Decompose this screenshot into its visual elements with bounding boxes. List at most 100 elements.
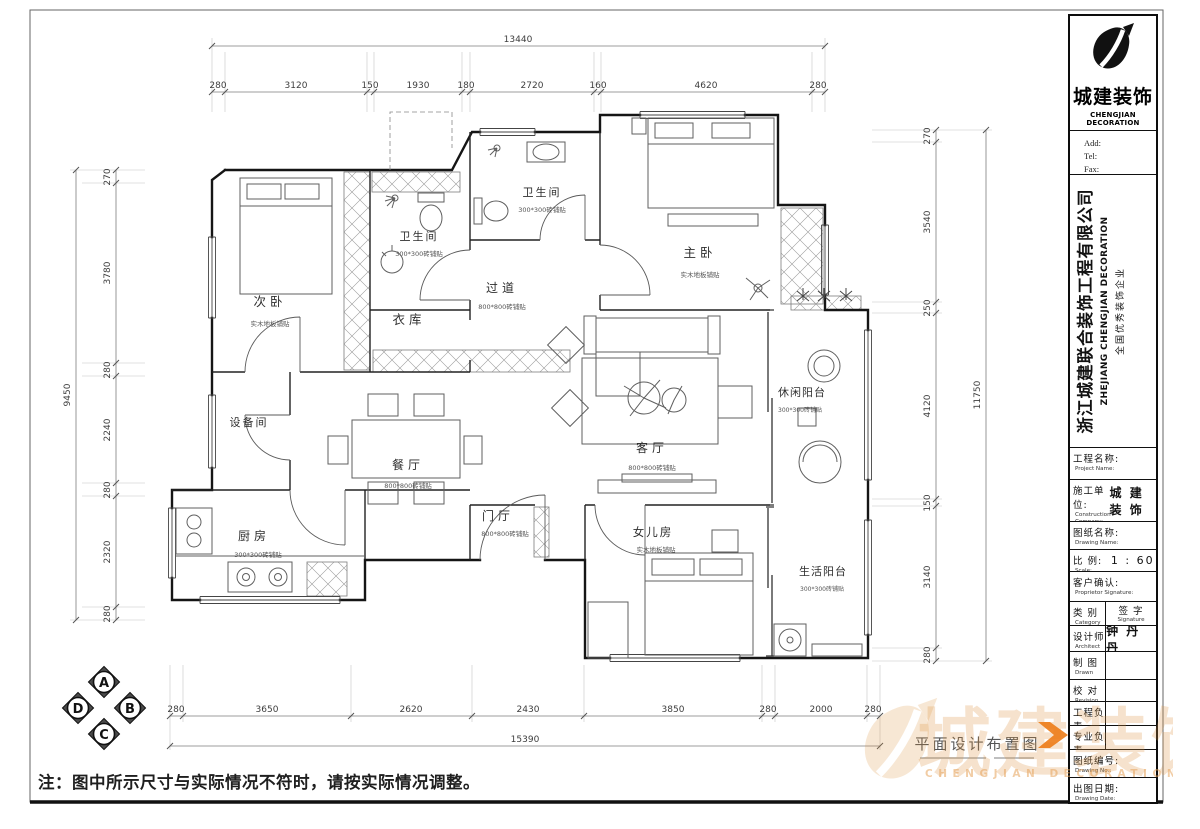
row-label-en: Signature (1117, 617, 1145, 623)
brand-name-cn: 城建装饰 (1072, 86, 1153, 108)
dim-top-total: 13440 (504, 35, 533, 45)
room-finish: 实木地板铺贴 (637, 545, 677, 554)
compass-letter-d: D (73, 702, 84, 717)
dim-label: 280 (167, 705, 184, 715)
bed-daughter (587, 529, 754, 659)
compass-letter-c: C (99, 728, 109, 743)
dimension-labels: 13440 280 3120 150 1930 180 2720 160 462… (63, 35, 983, 745)
architect-name: 钟 丹 丹 (1106, 626, 1141, 652)
row-revision: 校 对 Revision (1070, 680, 1156, 702)
row-label-cn: 比 例: (1073, 556, 1103, 567)
row-label-cn: 工程名称: (1073, 454, 1120, 465)
bathroom1-fixtures (380, 192, 445, 274)
sheet-title: 平面设计布置图 (914, 735, 1041, 753)
dim-label: 3140 (923, 565, 933, 588)
row-project-name: 工程名称: Project Name: (1070, 448, 1156, 480)
title-block: 城建装饰 CHENGJIAN DECORATION Add: Tel: Fax:… (1068, 14, 1158, 804)
dim-label: 280 (103, 481, 113, 498)
company-name-en: ZHEJIANG CHENGJIAN DECORATION (1100, 216, 1110, 406)
dim-right-total: 11750 (973, 380, 983, 409)
row-label-cn: 客户确认: (1073, 578, 1120, 589)
construction-company-value: 城 建 装 饰 (1109, 485, 1144, 517)
room-finish: 800*800砖铺贴 (628, 463, 676, 472)
dim-label: 280 (923, 646, 933, 663)
room-finish: 300*300砖铺贴 (800, 585, 844, 593)
row-label-en: Construction Company: (1075, 512, 1111, 522)
dim-label: 280 (864, 705, 881, 715)
interior-walls (172, 132, 770, 560)
dim-label: 280 (209, 81, 226, 91)
dim-label: 150 (923, 494, 933, 511)
dim-label: 270 (923, 127, 933, 144)
titleblock-table: 工程名称: Project Name: 施工单位: Construction C… (1070, 448, 1156, 804)
row-label-en: Drawing Date: (1075, 796, 1116, 802)
dim-label: 3120 (285, 81, 308, 91)
room-finish: 实木地板铺贴 (681, 270, 721, 279)
exterior-walls (170, 113, 870, 660)
dim-label: 1930 (407, 81, 430, 91)
compass-letter-b: B (125, 702, 135, 717)
dim-label: 3650 (256, 705, 279, 715)
brand-name-en: CHENGJIAN DECORATION (1086, 111, 1140, 127)
room-label: 卫生间 (400, 229, 439, 243)
row-label-en: Project Name: (1075, 466, 1115, 472)
dim-label: 250 (923, 299, 933, 316)
compass-letter-a: A (99, 676, 109, 691)
row-drawn: 制 图 Drawn (1070, 652, 1156, 680)
dim-label: 2620 (400, 705, 423, 715)
room-label: 衣库 (392, 312, 425, 327)
dim-label: 2000 (810, 705, 833, 715)
room-label: 生活阳台 (799, 564, 847, 578)
room-label: 餐厅 (392, 457, 424, 472)
dim-label: 2320 (103, 540, 113, 563)
room-label: 女儿房 (633, 525, 674, 539)
room-finish: 300*300砖铺贴 (518, 205, 566, 214)
room-finish: 800*800砖铺贴 (478, 302, 526, 311)
row-label-cn: 设计师 (1073, 632, 1105, 643)
room-label: 设备间 (230, 415, 269, 429)
closet-hatch (306, 171, 862, 597)
furniture (175, 117, 863, 659)
row-label-en: Revision (1075, 698, 1099, 702)
dim-label: 150 (361, 81, 378, 91)
room-label: 休闲阳台 (778, 385, 826, 399)
room-finish: 300*300砖铺贴 (778, 406, 822, 414)
chengjian-logo-icon (1093, 23, 1134, 69)
adjustment-note: 注：图中所示尺寸与实际情况不符时，请按实际情况调整。 (38, 773, 480, 792)
dim-label: 2720 (521, 81, 544, 91)
row-construction-company: 施工单位: Construction Company: 城 建 装 饰 (1070, 480, 1156, 522)
row-label-cn: 出图日期: (1073, 784, 1120, 795)
sofa-set (546, 315, 753, 494)
dashed-flue-outline (389, 111, 453, 170)
row-label-en: Proprietor Signature: (1075, 590, 1134, 596)
row-label-en: Architect (1075, 644, 1101, 650)
contact-add: Add: (1084, 138, 1101, 148)
dim-label: 3780 (103, 261, 113, 284)
room-finish: 实木地板铺贴 (251, 319, 291, 328)
kitchen-counter (175, 507, 365, 593)
row-label-cn: 施工单位: (1073, 486, 1105, 511)
window-symbols (168, 111, 872, 662)
title-underline (994, 757, 1034, 759)
title-underline (920, 757, 986, 759)
dim-label: 280 (809, 81, 826, 91)
row-label-cn: 图纸编号: (1073, 756, 1120, 767)
washing-machine (773, 623, 863, 657)
orientation-compass: A B C D (61, 665, 147, 751)
row-architect: 设计师 Architect 钟 丹 丹 (1070, 626, 1156, 652)
room-label: 过道 (486, 281, 518, 295)
room-finish: 800*800砖铺贴 (384, 481, 432, 490)
row-drawing-date: 出图日期: Drawing Date: (1070, 778, 1156, 804)
dim-label: 280 (759, 705, 776, 715)
row-project-director: 工程负责 Project Director (1070, 702, 1156, 726)
balcony-chairs (797, 349, 842, 484)
row-label-cn: 签 字 (1118, 606, 1144, 617)
dim-bottom-total: 15390 (511, 735, 540, 745)
row-company-director: 专业负责 Company Director (1070, 726, 1156, 750)
room-label: 厨房 (238, 528, 270, 543)
bathroom2-fixtures (473, 141, 566, 225)
room-label: 主卧 (683, 245, 716, 260)
sheet-frame (29, 9, 1164, 804)
row-label-en: Drawn (1075, 670, 1094, 676)
